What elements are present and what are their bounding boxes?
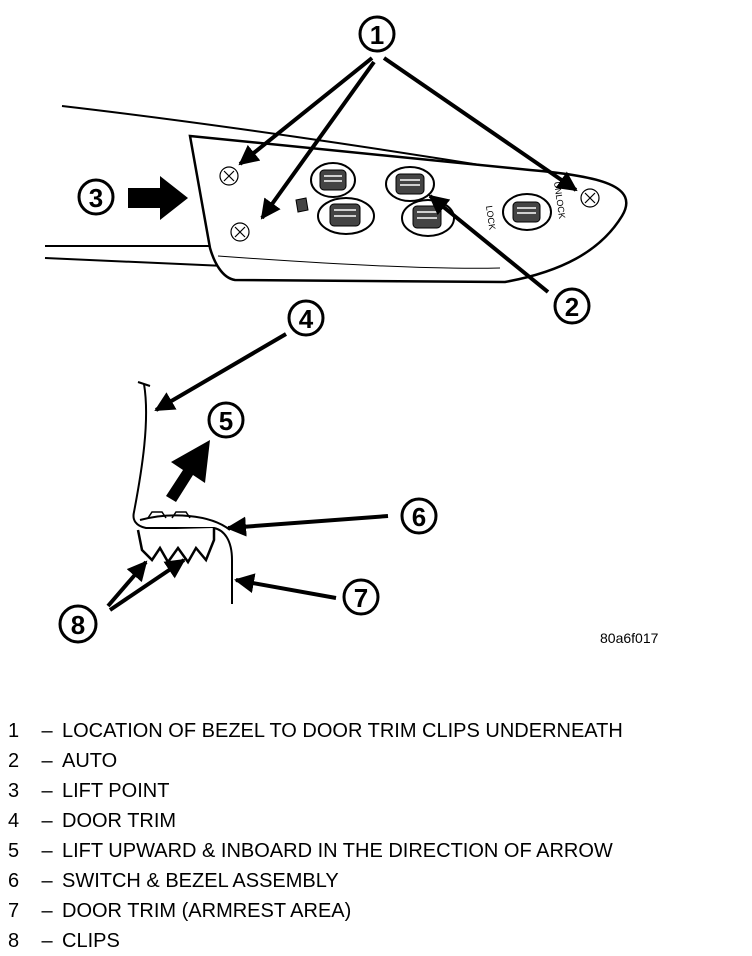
callout-2: 2 (553, 287, 591, 325)
legend-item: 5–LIFT UPWARD & INBOARD IN THE DIRECTION… (8, 836, 743, 866)
lift-direction-arrow (166, 440, 210, 502)
svg-text:2: 2 (565, 292, 579, 322)
legend-number: 1 (8, 720, 20, 742)
svg-text:1: 1 (370, 20, 384, 50)
legend-dash: – (41, 780, 53, 802)
legend-item: 6–SWITCH & BEZEL ASSEMBLY (8, 866, 743, 896)
clip-location-marks (219, 166, 600, 242)
legend: 1–LOCATION OF BEZEL TO DOOR TRIM CLIPS U… (8, 716, 743, 956)
legend-text: CLIPS (62, 930, 120, 952)
leader-lines (106, 56, 578, 612)
callout-5: 5 (207, 401, 245, 439)
callout-6: 6 (400, 497, 438, 535)
svg-text:6: 6 (412, 502, 426, 532)
legend-number: 5 (8, 840, 20, 862)
legend-text: AUTO (62, 750, 118, 772)
clip-mark-1 (219, 166, 239, 186)
switch-front-right-auto (401, 199, 455, 237)
switch-rear-left (310, 162, 356, 198)
legend-text: DOOR TRIM (62, 810, 177, 832)
figure-reference: 80a6f017 (600, 630, 659, 646)
callout-8: 8 (58, 604, 98, 644)
legend-dash: – (41, 840, 53, 862)
window-switches (295, 162, 552, 237)
callout-4: 4 (287, 299, 325, 337)
legend-number: 7 (8, 900, 20, 922)
section-view (132, 381, 233, 604)
clips (136, 528, 216, 565)
legend-dash: – (41, 930, 53, 952)
legend-text: LIFT UPWARD & INBOARD IN THE DIRECTION O… (62, 840, 613, 862)
callout-1: 1 (358, 15, 396, 53)
svg-text:5: 5 (219, 406, 233, 436)
legend-dash: – (41, 870, 53, 892)
switch-front-left (317, 197, 375, 235)
legend-dash: – (41, 750, 53, 772)
legend-number: 6 (8, 870, 20, 892)
legend-dash: – (41, 720, 53, 742)
legend-number: 3 (8, 780, 20, 802)
legend-number: 8 (8, 930, 20, 952)
legend-text: LIFT POINT (62, 780, 170, 802)
lock-label: LOCK (484, 205, 497, 231)
legend-item: 7–DOOR TRIM (ARMREST AREA) (8, 896, 743, 926)
door-trim-profile (132, 383, 233, 604)
legend-item: 4–DOOR TRIM (8, 806, 743, 836)
lift-point-arrow (128, 176, 188, 220)
callout-3: 3 (77, 178, 115, 216)
small-lockout-button (295, 197, 309, 213)
legend-text: SWITCH & BEZEL ASSEMBLY (62, 870, 339, 892)
legend-item: 3–LIFT POINT (8, 776, 743, 806)
legend-text: LOCATION OF BEZEL TO DOOR TRIM CLIPS UND… (62, 720, 623, 742)
clip-mark-3 (580, 188, 600, 208)
callout-7: 7 (342, 578, 380, 616)
clip-mark-2 (230, 222, 250, 242)
switch-rear-right (385, 166, 435, 202)
legend-number: 4 (8, 810, 20, 832)
diagram: UNLOCK LOCK 1 2 3 4 5 6 7 8 80a6f017 (44, 15, 659, 646)
legend-dash: – (41, 900, 53, 922)
legend-number: 2 (8, 750, 20, 772)
svg-text:4: 4 (299, 304, 314, 334)
legend-item: 1–LOCATION OF BEZEL TO DOOR TRIM CLIPS U… (8, 716, 743, 746)
legend-text: DOOR TRIM (ARMREST AREA) (62, 900, 352, 922)
legend-item: 8–CLIPS (8, 926, 743, 956)
legend-dash: – (41, 810, 53, 832)
switch-window-lock (502, 193, 552, 231)
svg-text:8: 8 (71, 610, 85, 640)
svg-text:3: 3 (89, 183, 103, 213)
svg-text:7: 7 (354, 583, 368, 613)
legend-item: 2–AUTO (8, 746, 743, 776)
